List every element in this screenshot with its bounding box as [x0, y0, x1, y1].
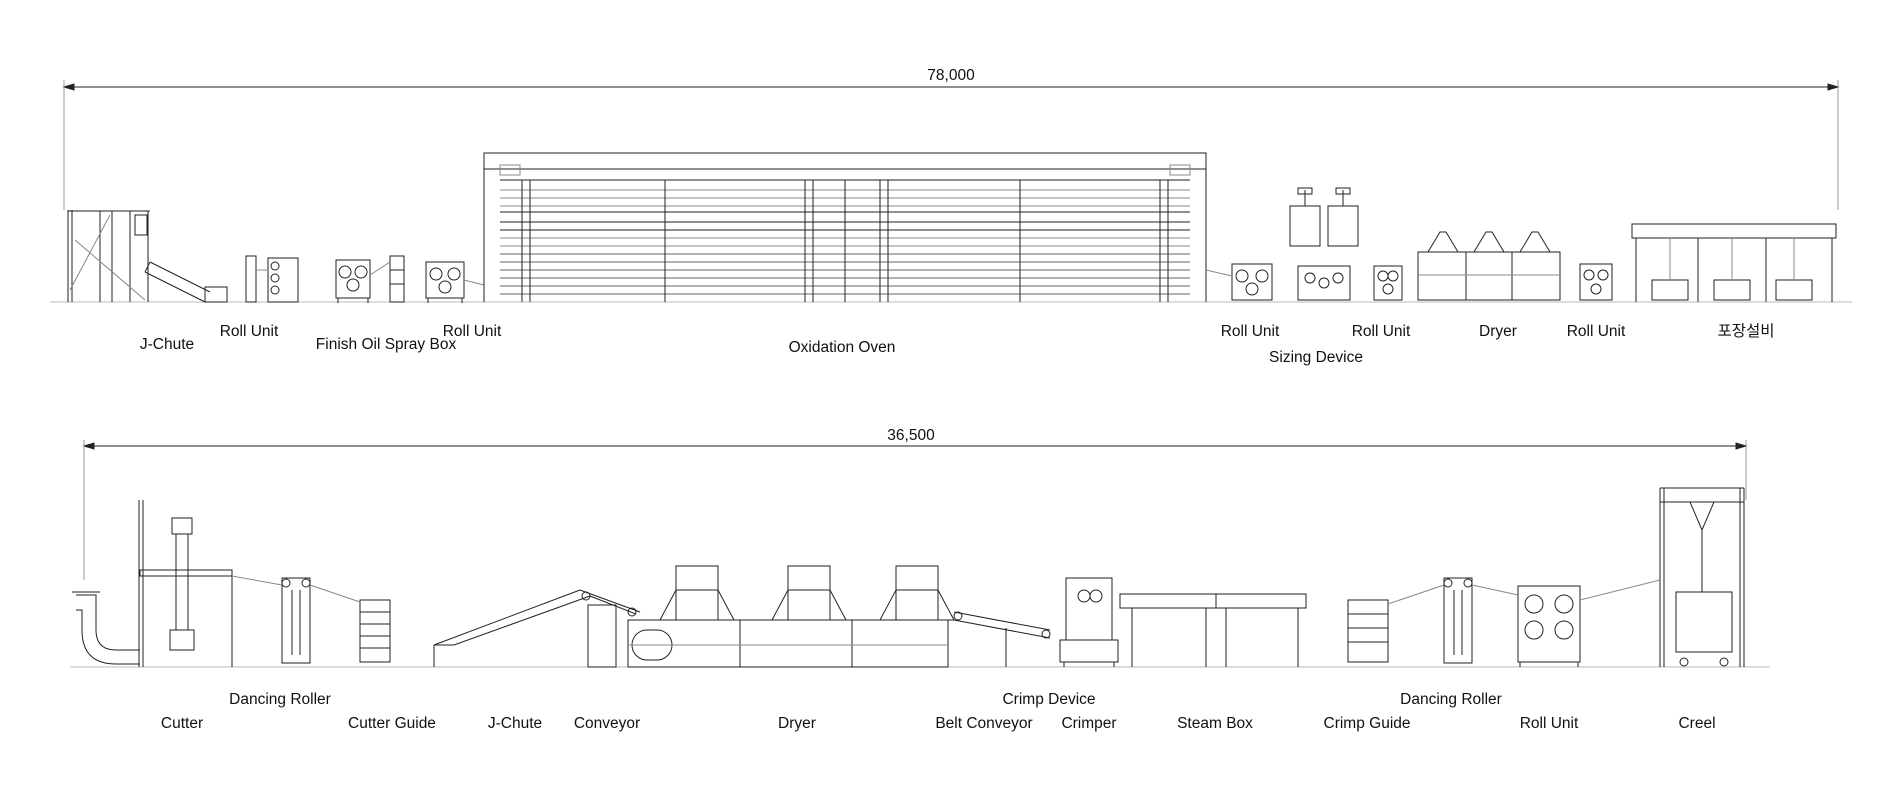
top-dimension-line: [64, 80, 1838, 210]
top-label-j-chute: J-Chute: [139, 336, 195, 353]
top-roll-unit-2-drawing: [426, 262, 484, 303]
bottom-label-dancing-roller-1: Dancing Roller: [229, 691, 331, 708]
bottom-label-roll-unit: Roll Unit: [1519, 715, 1579, 732]
bottom-label-steam-box: Steam Box: [1177, 715, 1253, 732]
top-label-packaging: 포장설비: [1717, 323, 1775, 340]
bottom-label-cutter-guide: Cutter Guide: [348, 715, 436, 732]
bottom-creel-drawing: [1580, 488, 1744, 667]
bottom-label-crimp-guide: Crimp Guide: [1323, 715, 1411, 732]
top-roll-unit-3-drawing: [1206, 264, 1272, 300]
top-label-roll-unit-1: Roll Unit: [219, 323, 279, 340]
bottom-dimension-label: 36,500: [887, 427, 935, 444]
top-roll-unit-1-drawing: [246, 256, 298, 302]
top-label-roll-unit-3: Roll Unit: [1220, 323, 1280, 340]
top-label-roll-unit-4: Roll Unit: [1351, 323, 1411, 340]
bottom-crimper-drawing: [1060, 578, 1118, 667]
bottom-dancing-roller-1-drawing: [232, 576, 310, 663]
bottom-dryer-drawing: [628, 566, 954, 667]
top-label-finish-oil-spray-box: Finish Oil Spray Box: [315, 336, 457, 353]
bottom-label-dancing-roller-2: Dancing Roller: [1400, 691, 1502, 708]
bottom-dancing-roller-2-drawing: [1388, 578, 1472, 663]
bottom-steam-box-drawing: [1120, 594, 1306, 667]
bottom-cutter-guide-drawing: [310, 585, 390, 662]
top-sizing-device-drawing: [1290, 188, 1358, 300]
bottom-roll-unit-drawing: [1472, 585, 1580, 667]
top-label-roll-unit-5: Roll Unit: [1566, 323, 1626, 340]
top-label-roll-unit-2: Roll Unit: [442, 323, 502, 340]
top-oxidation-oven-drawing: [484, 153, 1206, 302]
bottom-label-creel: Creel: [1678, 715, 1716, 732]
top-roll-unit-4-drawing: [1374, 266, 1402, 300]
bottom-label-crimp-device: Crimp Device: [1002, 691, 1096, 708]
top-j-chute-drawing: [68, 210, 227, 302]
bottom-label-dryer: Dryer: [778, 715, 816, 732]
top-dimension-label: 78,000: [927, 67, 975, 84]
top-dryer-drawing: [1418, 232, 1560, 300]
bottom-label-belt-conveyor: Belt Conveyor: [935, 715, 1033, 732]
top-roll-unit-5-drawing: [1580, 264, 1612, 300]
bottom-belt-conveyor-drawing: [954, 612, 1050, 667]
bottom-dimension-line: [84, 440, 1746, 580]
bottom-cutter-drawing: [72, 500, 232, 667]
bottom-crimp-guide-drawing: [1348, 600, 1388, 662]
bottom-label-cutter: Cutter: [160, 715, 204, 732]
bottom-j-chute-drawing: [434, 590, 640, 667]
bottom-label-crimper: Crimper: [1061, 715, 1117, 732]
bottom-label-conveyor: Conveyor: [573, 715, 641, 732]
top-label-oxidation-oven: Oxidation Oven: [788, 339, 896, 356]
top-label-sizing-device: Sizing Device: [1269, 349, 1363, 366]
top-label-dryer: Dryer: [1479, 323, 1517, 340]
bottom-label-j-chute: J-Chute: [487, 715, 543, 732]
top-finish-oil-drawing: [336, 256, 404, 303]
top-packaging-drawing: [1632, 224, 1836, 302]
